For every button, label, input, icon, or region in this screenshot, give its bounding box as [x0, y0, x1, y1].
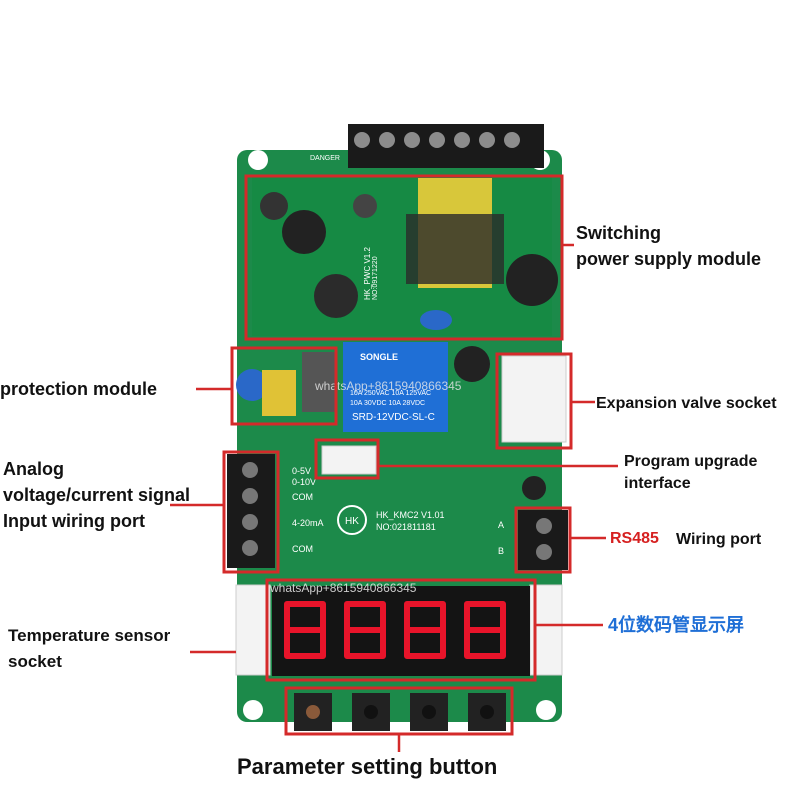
callout-display: 4位数码管显示屏 [608, 615, 745, 635]
terminal-label: 4-20mA [292, 518, 324, 528]
capacitor [282, 210, 326, 254]
svg-text:HK_PWC V1.2: HK_PWC V1.2 [363, 247, 372, 300]
capacitor [314, 274, 358, 318]
callout-analog-3: Input wiring port [3, 511, 145, 531]
callout-switching-2: power supply module [576, 249, 762, 269]
transformer-core [406, 214, 504, 284]
choke [302, 352, 336, 412]
hk-logo [337, 505, 367, 535]
temp-socket [235, 584, 271, 676]
psu-pcb-number: NO:09171220 [372, 256, 379, 300]
relay-brand: SONGLE [360, 352, 398, 362]
callout-analog-2: voltage/current signal [3, 485, 191, 505]
callout-buttons: Parameter setting button [237, 754, 498, 779]
relay [343, 342, 448, 432]
terminal-label: COM [292, 492, 313, 502]
varistor [236, 369, 268, 401]
capacitor [260, 192, 288, 220]
callout-analog: Analog [3, 459, 64, 479]
buttons [294, 693, 506, 731]
expansion-socket [501, 355, 567, 443]
y-capacitor [420, 310, 452, 330]
callout-switching: Switching [576, 223, 661, 243]
terminal-label: COM [292, 544, 313, 554]
x-capacitor [262, 370, 296, 416]
program-interface [321, 445, 377, 475]
callout-program-2: interface [624, 475, 691, 492]
watermark: whatsApp+8615940866345 [269, 581, 417, 595]
rs485-pin: A [498, 520, 504, 530]
capacitor [353, 194, 377, 218]
callout-rs485: RS485 [610, 530, 659, 547]
left-screws [242, 462, 258, 556]
psu-subboard [252, 176, 552, 336]
capacitor [522, 476, 546, 500]
callout-rs485-suffix: Wiring port [676, 531, 762, 548]
callout-expansion: Expansion valve socket [596, 395, 777, 412]
terminal-label: 0-10V [292, 477, 316, 487]
callout-temp-2: socket [8, 652, 62, 671]
mounting-hole [248, 150, 268, 170]
mounting-hole [243, 700, 263, 720]
display-digits [284, 601, 506, 659]
callout-program: Program upgrade [624, 453, 758, 470]
mounting-hole [536, 700, 556, 720]
callout-temp: Temperature sensor [8, 626, 171, 645]
rs485-pin: B [498, 546, 504, 556]
relay-model: SRD-12VDC-SL-C [352, 412, 435, 423]
danger-text: DANGER [310, 155, 340, 162]
pcb-label: HK_KMC2 V1.01 [376, 510, 445, 520]
terminal-label: 0-5V [292, 466, 311, 476]
relay-line1: 10A 250VAC 10A 125VAC [350, 390, 431, 397]
leader-lines [170, 243, 618, 752]
terminal-screws [354, 132, 520, 148]
hk-logo-text: HK [345, 516, 359, 527]
capacitor [506, 254, 558, 306]
watermark: whatsApp+8615940866345 [314, 379, 462, 393]
pcb-number: NO:021811181 [376, 522, 436, 532]
callout-protection: protection module [0, 379, 157, 399]
relay-line2: 10A 30VDC 10A 28VDC [350, 400, 425, 407]
capacitor [454, 346, 490, 382]
